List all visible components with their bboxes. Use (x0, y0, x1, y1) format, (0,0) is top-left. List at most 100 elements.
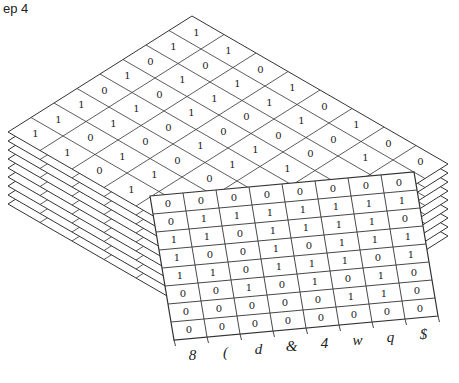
bit-value: 1 (405, 232, 411, 242)
bit-value: 0 (207, 250, 213, 260)
bit-value: 1 (55, 115, 61, 125)
bit-value: 0 (282, 298, 288, 308)
grid-line (207, 337, 209, 343)
column-character: ( (223, 344, 228, 359)
bit-value: 1 (124, 71, 130, 81)
bit-value: 0 (417, 304, 423, 314)
grid-line (162, 244, 426, 268)
bit-value: 0 (297, 187, 303, 197)
front-slice-grid (150, 172, 440, 346)
bit-value: 1 (246, 283, 252, 293)
bit-value: 1 (234, 79, 240, 89)
bit-value: 1 (408, 250, 414, 260)
bit-value: 1 (399, 196, 405, 206)
bit-value: 1 (78, 100, 84, 110)
bit-value: 1 (372, 235, 378, 245)
column-character: $ (420, 326, 428, 341)
grid-line (273, 331, 275, 337)
grid-line (348, 178, 372, 322)
bit-value: 0 (198, 196, 204, 206)
bit-value: 1 (174, 253, 180, 263)
bit-value: 1 (188, 108, 194, 118)
bit-value: 0 (220, 127, 226, 137)
bit-value: 0 (249, 301, 255, 311)
bit-value: 0 (252, 319, 258, 329)
grid-line (171, 298, 435, 322)
bit-value: 1 (303, 223, 309, 233)
bit-value: 0 (363, 181, 369, 191)
grid-line (438, 316, 440, 322)
bit-value: 1 (300, 205, 306, 215)
bit-value: 0 (206, 174, 212, 184)
bit-value: 0 (257, 65, 263, 75)
bit-value: 1 (270, 226, 276, 236)
bit-value: 1 (312, 277, 318, 287)
bit-value: 0 (385, 139, 391, 149)
bit-value: 0 (156, 90, 162, 100)
bit-value: 1 (336, 220, 342, 230)
bit-value: 0 (213, 286, 219, 296)
bit-value: 0 (307, 149, 313, 159)
bit-value: 1 (353, 120, 359, 130)
bit-value: 1 (369, 217, 375, 227)
bit-value: 0 (219, 322, 225, 332)
grid-line (339, 325, 341, 331)
bit-value: 0 (142, 137, 148, 147)
grid-line (405, 319, 407, 325)
bit-value: 1 (234, 211, 240, 221)
grid-line (146, 45, 402, 193)
grid-line (169, 31, 425, 179)
bit-value: 1 (225, 46, 231, 56)
slice-outline (150, 172, 438, 340)
bit-value: 0 (330, 184, 336, 194)
bit-value: 1 (171, 235, 177, 245)
bit-value: 1 (348, 292, 354, 302)
bit-value: 1 (229, 160, 235, 170)
column-character: 8 (189, 347, 197, 362)
bit-value: 0 (384, 307, 390, 317)
bit-value: 1 (128, 185, 134, 195)
bit-value: 0 (417, 157, 423, 167)
bit-value: 0 (396, 178, 402, 188)
bit-value: 0 (202, 61, 208, 71)
bit-value: 1 (378, 271, 384, 281)
grid-line (306, 328, 308, 334)
bit-value: 0 (165, 199, 171, 209)
bit-value: 1 (381, 289, 387, 299)
bit-value: 1 (133, 104, 139, 114)
bit-value: 0 (275, 131, 281, 141)
bit-value: 1 (284, 164, 290, 174)
bit-value: 1 (333, 202, 339, 212)
bit-value: 0 (243, 112, 249, 122)
bit-value: 0 (240, 247, 246, 257)
bit-value: 1 (266, 98, 272, 108)
bit-value: 1 (179, 75, 185, 85)
bit-value: 1 (119, 152, 125, 162)
bit-value: 1 (276, 262, 282, 272)
bit-value: 1 (64, 148, 70, 158)
bit-value: 0 (279, 280, 285, 290)
grid-line (372, 322, 374, 328)
bit-value: 1 (362, 153, 368, 163)
bit-value: 0 (216, 304, 222, 314)
column-character: w (352, 332, 362, 347)
bit-value: 0 (414, 286, 420, 296)
bit-value: 0 (402, 214, 408, 224)
bit-value: 1 (170, 42, 176, 52)
bit-value: 0 (96, 166, 102, 176)
bit-value: 0 (147, 57, 153, 67)
bit-value: 1 (197, 141, 203, 151)
bit-value: 0 (168, 217, 174, 227)
bit-value: 1 (151, 170, 157, 180)
bit-value: 0 (264, 190, 270, 200)
bit-value: 0 (330, 135, 336, 145)
bit-value: 1 (110, 119, 116, 129)
bit-value: 0 (231, 193, 237, 203)
bit-value: 0 (165, 123, 171, 133)
bit-value: 0 (318, 313, 324, 323)
bit-value: 1 (298, 116, 304, 126)
bit-value: 0 (351, 310, 357, 320)
bit-value: 0 (183, 307, 189, 317)
bit-value: 1 (273, 244, 279, 254)
